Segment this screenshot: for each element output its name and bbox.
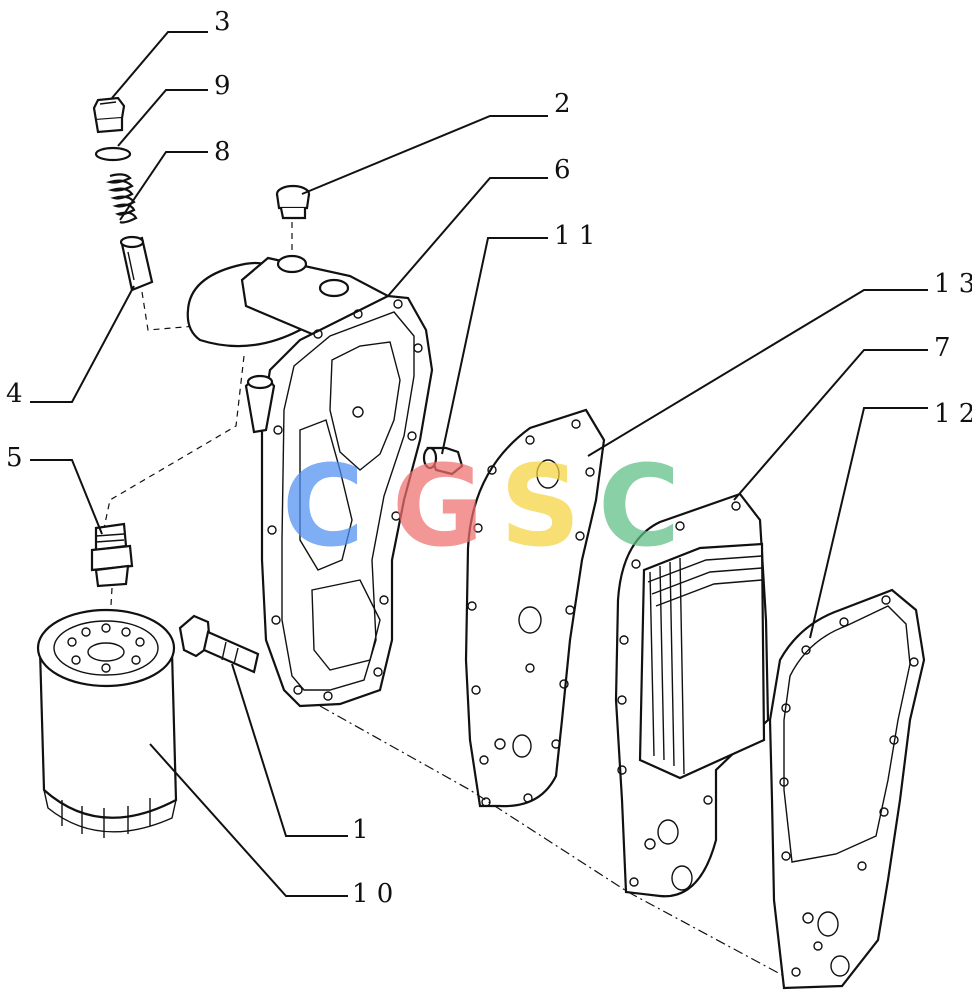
callout-4: 4	[6, 379, 23, 409]
callout-10: 1 0	[352, 879, 393, 909]
callout-11: 1 1	[554, 221, 595, 251]
leader-lines	[30, 31, 928, 897]
part-9-o-ring	[94, 146, 132, 162]
part-7-oil-cooler	[614, 492, 770, 898]
part-5-adapter	[90, 522, 134, 588]
callout-12: 1 2	[934, 399, 972, 429]
callout-6: 6	[554, 155, 571, 185]
part-13-gasket	[464, 408, 606, 808]
watermark-letter-4: C	[598, 442, 680, 572]
callout-5: 5	[6, 443, 23, 473]
watermark: C G S C	[282, 442, 680, 572]
part-8-spring	[105, 173, 138, 224]
callouts: 3 9 8 2 6 1 1 1 3 7 1 2 4 5 1 1 0	[6, 7, 972, 909]
callout-8: 8	[214, 137, 231, 167]
callout-3: 3	[214, 7, 231, 37]
callout-9: 9	[214, 71, 231, 101]
part-10-oil-filter	[36, 608, 178, 838]
watermark-letter-3: S	[500, 442, 581, 572]
part-11-fitting	[422, 446, 464, 476]
part-4-valve-piston	[119, 235, 154, 292]
watermark-letter-1: C	[282, 442, 364, 572]
part-6-housing	[186, 254, 434, 708]
callout-7: 7	[934, 333, 951, 363]
part-3-plug	[92, 96, 126, 134]
part-12-gasket	[768, 588, 926, 990]
part-2-plug	[275, 184, 311, 220]
watermark-letter-2: G	[392, 442, 484, 572]
callout-2: 2	[554, 89, 571, 119]
callout-13: 1 3	[934, 269, 972, 299]
callout-1: 1	[352, 815, 369, 845]
part-1-bolt	[178, 614, 260, 674]
